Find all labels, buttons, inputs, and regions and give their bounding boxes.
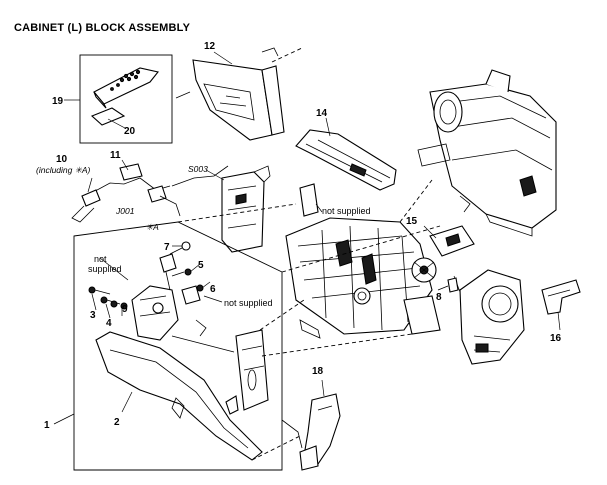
callout-3: 3: [90, 310, 96, 321]
part-12-lcd-cover: [192, 47, 285, 141]
cabinet-l-box: [73, 221, 283, 471]
callout-11: 11: [110, 150, 121, 161]
main-chassis: [285, 217, 441, 339]
grip-bracket: [225, 329, 269, 415]
callout-20: 20: [124, 126, 136, 137]
callout-19: 19: [52, 96, 64, 107]
callout-9: 9: [122, 304, 128, 315]
callout-4: 4: [106, 318, 112, 329]
camera-body-assembled: [417, 69, 557, 237]
front-cabinet: [447, 269, 525, 365]
callout-2: 2: [114, 417, 120, 428]
part-2-cabinet-l-shell: [95, 331, 263, 461]
label-not-supplied-top: not supplied: [322, 206, 371, 216]
part-10-11-harness: [71, 159, 229, 223]
callout-18: 18: [312, 366, 324, 377]
diagram-title: CABINET (L) BLOCK ASSEMBLY: [14, 22, 191, 34]
callout-5: 5: [198, 260, 204, 271]
callout-1: 1: [44, 420, 50, 431]
label-not-supplied-left-1: not: [94, 254, 107, 264]
cabinet-l-inner: [131, 253, 235, 353]
callout-leaders: [53, 91, 449, 425]
callout-16: 16: [550, 333, 562, 344]
callout-7: 7: [164, 242, 170, 253]
label-not-supplied-left-2: supplied: [88, 264, 122, 274]
remote-control-box: [79, 54, 173, 144]
not-supplied-bracket: [299, 183, 323, 217]
part-14-top-frame: [295, 117, 397, 191]
callout-6: 6: [210, 284, 216, 295]
callout-numbers: 1 2 3 4 5 6 7 8 9 10 (including ✳A) 11 1…: [36, 41, 562, 431]
part-16-bracket: [541, 279, 581, 331]
assembly-guide-lines: [177, 47, 441, 461]
callout-8: 8: [436, 292, 442, 303]
callout-10-note: (including ✳A): [36, 165, 91, 175]
part-15-zoom-block: [411, 195, 475, 283]
part-18-strap: [281, 379, 341, 471]
callout-14: 14: [316, 108, 328, 119]
label-a-mark: ✳A: [146, 222, 159, 232]
label-not-supplied-right: not supplied: [224, 298, 273, 308]
callout-15: 15: [406, 216, 418, 227]
s003-switch-block: [205, 165, 271, 253]
callout-12: 12: [204, 41, 216, 52]
callout-10: 10: [56, 154, 68, 165]
part-labels: S003 J001 ✳A not supplied not supplied n…: [88, 164, 371, 308]
label-s003: S003: [188, 164, 208, 174]
part-7-9-screws: [88, 241, 204, 310]
label-j001: J001: [115, 206, 135, 216]
